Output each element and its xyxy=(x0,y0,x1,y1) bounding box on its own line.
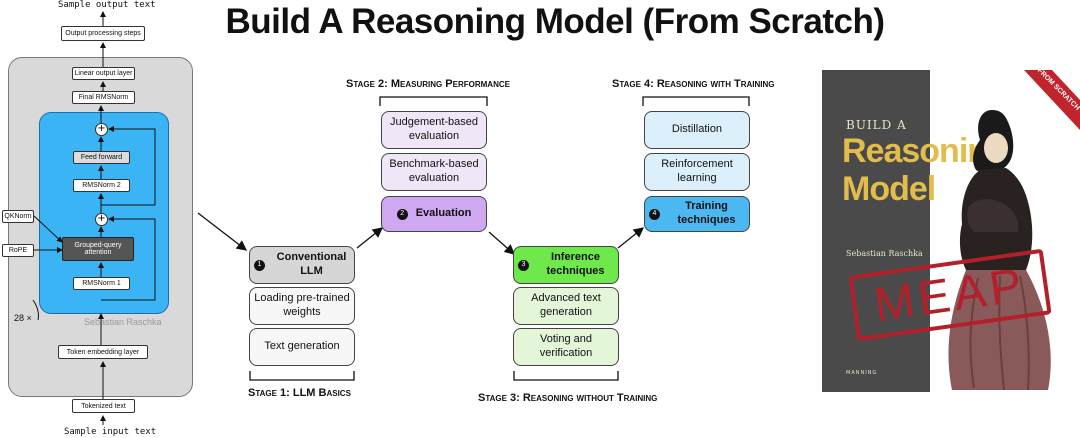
corner-ribbon xyxy=(1024,70,1080,130)
rope-box: RoPE xyxy=(2,244,34,257)
stage1-main-label: Conventional LLM xyxy=(276,251,347,277)
qknorm-box: QKNorm xyxy=(2,210,34,223)
stage2-number-badge: 2 xyxy=(396,208,408,220)
residual-add-icon: + xyxy=(95,123,108,136)
cover-author: Sebastian Raschka xyxy=(846,249,923,258)
repeat-label: 28 × xyxy=(14,313,32,323)
stage2-item-box: Judgement-based evaluation xyxy=(381,111,487,149)
stage1-item-box: Loading pre-trained weights xyxy=(249,287,355,325)
stage3-item-box: Voting and verification xyxy=(513,328,619,366)
cover-line3: Model xyxy=(842,170,936,208)
linear-output-box: Linear output layer xyxy=(72,67,135,80)
stage3-main-label: Inference techniques xyxy=(546,251,605,277)
stage2-main-box: 2 Evaluation xyxy=(381,196,487,232)
woman-portrait-illustration xyxy=(948,110,1051,391)
stage4-item-box: Reinforcement learning xyxy=(644,153,750,191)
stage2-main-label: Evaluation xyxy=(415,207,472,220)
residual-add-icon: + xyxy=(95,213,108,226)
stage4-number-badge: 4 xyxy=(649,208,660,220)
publisher-logo: MANNING xyxy=(846,370,878,376)
stage4-main-box: 4 Training techniques xyxy=(644,196,750,232)
stage4-label: Stage 4: Reasoning with Training xyxy=(612,78,775,90)
watermark-text: Sebastian Raschka xyxy=(84,317,162,327)
stage2-item-box: Benchmark-based evaluation xyxy=(381,153,487,191)
stage1-item-box: Text generation xyxy=(249,328,355,366)
rmsnorm1-box: RMSNorm 1 xyxy=(73,277,130,290)
stage1-number-badge: 1 xyxy=(254,259,265,271)
cover-line1: BUILD A xyxy=(846,118,907,132)
page-title: Build A Reasoning Model (From Scratch) xyxy=(225,2,885,41)
stage4-item-box: Distillation xyxy=(644,111,750,149)
cover-background xyxy=(822,70,930,392)
stage1-label: Stage 1: LLM Basics xyxy=(248,387,351,399)
feed-forward-box: Feed forward xyxy=(73,151,130,164)
output-processing-box: Output processing steps xyxy=(61,26,145,41)
tokenized-text-box: Tokenized text xyxy=(72,399,135,413)
stage3-label: Stage 3: Reasoning without Training xyxy=(478,392,658,404)
output-text-label: Sample output text xyxy=(58,0,156,10)
architecture-arrows xyxy=(32,11,156,425)
rmsnorm2-box: RMSNorm 2 xyxy=(73,179,130,192)
stage3-main-box: 3 Inference techniques xyxy=(513,246,619,284)
stage2-label: Stage 2: Measuring Performance xyxy=(346,78,510,90)
stage3-item-box: Advanced text generation xyxy=(513,287,619,325)
final-norm-box: Final RMSNorm xyxy=(72,91,135,104)
token-embedding-box: Token embedding layer xyxy=(58,345,148,359)
stage4-main-label: Training techniques xyxy=(677,200,736,226)
input-text-label: Sample input text xyxy=(64,427,157,437)
stage3-number-badge: 3 xyxy=(518,259,529,271)
attention-box: Grouped-query attention xyxy=(62,237,134,261)
stage1-main-box: 1 Conventional LLM xyxy=(249,246,355,284)
